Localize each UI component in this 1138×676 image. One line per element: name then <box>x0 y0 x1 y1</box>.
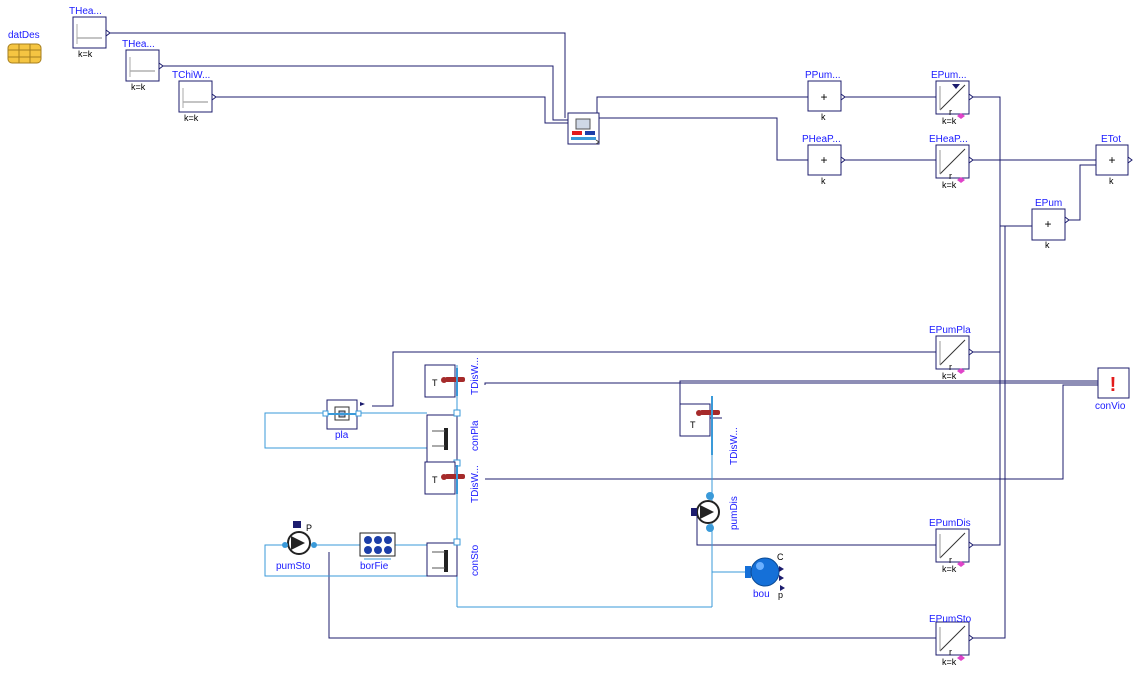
sensor-T: T <box>432 475 438 485</box>
plus-sign: + <box>820 90 827 104</box>
setpoint-2-label: THea... <box>122 39 155 50</box>
gain-heat-pump-param: k <box>821 176 826 186</box>
borefield-label: borFie <box>360 561 389 572</box>
storage-connection-label: conSto <box>470 544 481 576</box>
temperature-sensor-3[interactable]: T TDisW... <box>679 396 740 465</box>
boundary-port-C: C <box>777 552 784 562</box>
boundary-port-p: p <box>778 590 783 600</box>
data-record-block[interactable]: datDes <box>7 30 42 64</box>
plant-connection-label: conPla <box>470 420 481 451</box>
setpoint-3-label: TChiW... <box>172 70 210 81</box>
gain-pump-label: PPum... <box>805 70 841 81</box>
integrator-block-plant-pump[interactable]: EPumPla r k=k <box>929 325 974 381</box>
alert-icon: ! <box>1110 374 1117 396</box>
integrator-district-pump-param: k=k <box>942 564 957 574</box>
temperature-sensor-1-label: TDisW... <box>470 357 481 395</box>
temperature-sensor-1[interactable]: T TDisW... <box>424 357 481 398</box>
setpoint-2-param: k=k <box>131 82 146 92</box>
plus-sign: + <box>1044 217 1051 231</box>
setpoint-1-param: k=k <box>78 49 93 59</box>
integrator-r: r <box>949 171 952 181</box>
setpoint-block-1[interactable]: THea... k=k <box>69 6 111 59</box>
setpoint-3-param: k=k <box>184 113 199 123</box>
gain-block-pump-power[interactable]: + PPum... k <box>805 70 846 122</box>
plus-sign: + <box>1108 153 1115 167</box>
setpoint-block-2[interactable]: THea... k=k <box>122 39 164 92</box>
temperature-sensor-3-label: TDisW... <box>729 427 740 465</box>
violation-alarm-label: conVio <box>1095 401 1126 412</box>
integrator-heat-pump-label: EHeaP... <box>929 134 968 145</box>
temperature-sensor-2[interactable]: T TDisW... <box>424 461 481 503</box>
integrator-block-district-pump[interactable]: EPumDis r k=k <box>929 518 974 574</box>
borefield-block[interactable]: borFie <box>359 532 396 572</box>
gain-heat-pump-label: PHeaP... <box>802 134 841 145</box>
sum-total-label: ETot <box>1101 134 1121 145</box>
temperature-sensor-2-label: TDisW... <box>470 465 481 503</box>
boundary-label: bou <box>753 589 770 600</box>
gain-pump-param: k <box>821 112 826 122</box>
integrator-block-pump[interactable]: EPum... r k=k <box>931 70 974 126</box>
integrator-pump-param: k=k <box>942 116 957 126</box>
signal-connections <box>106 32 1098 639</box>
integrator-r: r <box>949 555 952 565</box>
integrator-heat-pump-param: k=k <box>942 180 957 190</box>
datDes-label: datDes <box>8 30 40 41</box>
integrator-block-heat-pump[interactable]: EHeaP... r k=k <box>929 134 974 190</box>
sum-block-pump-energy[interactable]: + EPum k <box>1031 198 1070 250</box>
integrator-r: r <box>949 107 952 117</box>
storage-connection-block[interactable]: conSto <box>426 538 481 577</box>
pump-P: P <box>306 523 312 533</box>
sum-block-total-energy[interactable]: + ETot k <box>1095 134 1133 186</box>
setpoint-block-3[interactable]: TChiW... k=k <box>172 70 217 123</box>
integrator-pump-label: EPum... <box>931 70 967 81</box>
integrator-plant-pump-label: EPumPla <box>929 325 971 336</box>
sensor-T: T <box>432 378 438 388</box>
plus-sign: + <box>820 153 827 167</box>
sum-total-param: k <box>1109 176 1114 186</box>
storage-pump-label: pumSto <box>276 561 311 572</box>
integrator-block-storage-pump[interactable]: EPumSto r k=k <box>929 614 974 667</box>
violation-alarm-block[interactable]: ! conVio <box>1095 367 1130 412</box>
district-pump[interactable]: pumDis <box>691 492 740 532</box>
sum-pump-label: EPum <box>1035 198 1062 209</box>
boundary-block[interactable]: C p bou <box>745 552 785 600</box>
integrator-plant-pump-param: k=k <box>942 371 957 381</box>
integrator-district-pump-label: EPumDis <box>929 518 971 529</box>
plant-block[interactable]: pla <box>322 399 365 441</box>
integrator-r: r <box>949 647 952 657</box>
plant-connection-block[interactable]: conPla <box>426 409 481 467</box>
setpoint-1-label: THea... <box>69 6 102 17</box>
sensor-T: T <box>690 420 696 430</box>
plant-label: pla <box>335 430 349 441</box>
gain-block-heat-pump-power[interactable]: + PHeaP... k <box>802 134 846 186</box>
integrator-storage-pump-label: EPumSto <box>929 614 972 625</box>
integrator-r: r <box>949 362 952 372</box>
integrator-storage-pump-param: k=k <box>942 657 957 667</box>
storage-pump[interactable]: P pumSto <box>276 521 317 572</box>
central-building-block[interactable] <box>567 112 600 145</box>
sum-pump-param: k <box>1045 240 1050 250</box>
district-pump-label: pumDis <box>729 496 740 530</box>
